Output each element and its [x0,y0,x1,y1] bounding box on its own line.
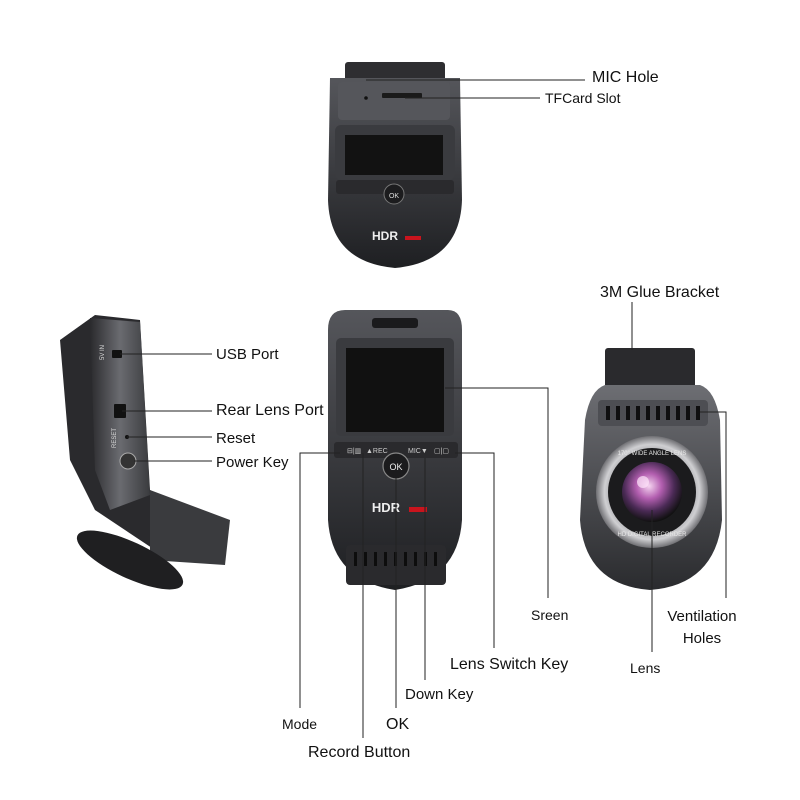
top-view-device: OK HDR [328,62,462,268]
label-lens-switch-key: Lens Switch Key [450,656,569,673]
label-screen: Sreen [531,607,569,623]
lens-highlight [637,476,649,488]
leader-lines [120,79,727,738]
mode-leader [299,452,340,708]
label-power-key: Power Key [216,454,289,471]
top-cover [338,82,450,120]
label-record-button: Record Button [308,744,411,761]
label-usb-port: USB Port [216,346,279,363]
front-screen [346,348,444,432]
top-mount-plate [345,62,445,82]
label-ventilation-holes: Ventilation Holes [667,608,737,647]
tfcard-slot-opening [382,93,422,98]
label-mic-hole: MIC Hole [592,69,659,86]
mode-key-text: ⊟|▥ [347,448,361,455]
mic-hole-dot [364,96,368,100]
front-ok-text: OK [389,462,402,472]
front-hdr-text: HDR [372,500,401,515]
top-fullhd-badge [405,236,421,240]
rear-vents [606,406,700,420]
side-mount-arm [150,490,230,565]
side-glue-pad [76,530,184,590]
lens-switch-leader [455,452,495,648]
label-reset: Reset [216,430,256,447]
top-screen [345,135,443,175]
top-ok-text: OK [389,193,399,200]
rear-lens-port-opening [114,404,126,418]
label-rear-lens-port: Rear Lens Port [216,402,324,419]
side-view-device: 5V IN RESET [60,315,230,590]
mic-key-text: MIC▼ [408,448,428,455]
glue-bracket-plate [605,348,695,388]
lens-glass [622,462,682,522]
front-view-device: ⊟|▥ ▲REC MIC▼ ▢|▢ OK HDR [328,310,462,590]
ventilation-leader [700,411,727,598]
side-5v-text: 5V IN [100,345,106,360]
label-tfcard-slot: TFCard Slot [545,90,621,106]
front-key-row [334,442,458,458]
top-ok-key [383,183,405,205]
rec-key-text: ▲REC [366,448,388,455]
label-down-key: Down Key [405,686,474,703]
rear-view-device: 170° WIDE ANGLE LENS HD DIGITAL RECORDER [580,348,722,590]
front-top-slot [372,318,418,328]
usb-port-opening [112,350,122,358]
lens-switch-key-text: ▢|▢ [434,448,449,455]
top-hdr-text: HDR [372,229,398,243]
rear-vent-panel [598,400,708,426]
label-glue-bracket: 3M Glue Bracket [600,284,720,301]
label-mode: Mode [282,716,318,732]
screen-leader [445,387,549,598]
side-reset-text: RESET [112,428,118,448]
front-fullhd-badge [409,507,427,512]
label-lens: Lens [630,660,661,676]
label-ok: OK [386,716,410,733]
power-key-button [119,452,137,470]
lens-ring-top-text: 170° WIDE ANGLE LENS [618,451,687,457]
